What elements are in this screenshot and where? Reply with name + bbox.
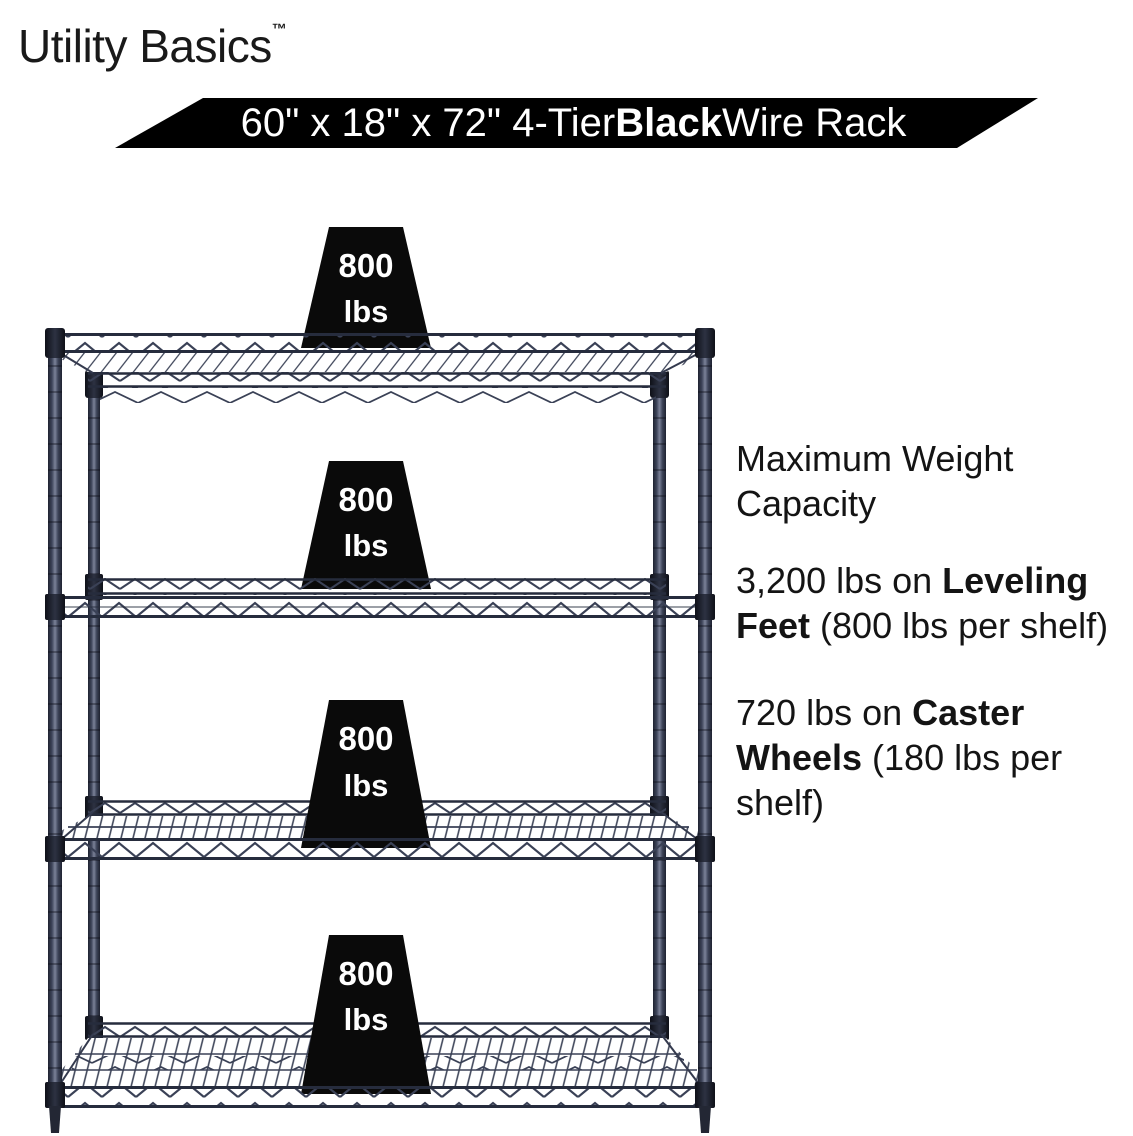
- trademark-symbol: ™: [271, 21, 287, 38]
- banner-text-bold: Black: [615, 101, 722, 145]
- weight-unit: lbs: [344, 528, 389, 563]
- leveling-foot: [49, 1106, 61, 1133]
- leveling-feet-spec: 3,200 lbs on Leveling Feet (800 lbs per …: [736, 560, 1109, 646]
- weight-block-icon: 800 lbs: [301, 935, 431, 1094]
- rack-shelf-1: 800 lbs: [48, 227, 712, 403]
- weight-block-icon: 800 lbs: [301, 700, 431, 848]
- brand-name: Utility Basics: [18, 20, 272, 72]
- specs-heading: Maximum Weight Capacity: [736, 438, 1014, 524]
- caster-wheels-spec: 720 lbs on Caster Wheels (180 lbs per sh…: [736, 692, 1063, 823]
- weight-value: 800: [338, 720, 393, 757]
- brand-logo: Utility Basics™: [18, 2, 287, 74]
- specs-panel: Maximum Weight Capacity 3,200 lbs on Lev…: [736, 436, 1133, 825]
- product-title-banner: 60" x 18" x 72" 4-Tier Black Wire Rack: [115, 98, 1038, 148]
- banner-text-part1: 60" x 18" x 72" 4-Tier: [240, 101, 616, 145]
- weight-unit: lbs: [344, 768, 389, 803]
- weight-block-icon: 800 lbs: [301, 227, 431, 348]
- rack-shelf-2: 800 lbs: [48, 461, 712, 618]
- weight-value: 800: [338, 955, 393, 992]
- weight-unit: lbs: [344, 1002, 389, 1037]
- weight-unit: lbs: [344, 294, 389, 329]
- rack-shelf-4: 800 lbs: [48, 935, 712, 1108]
- banner-text-part2: Wire Rack: [721, 101, 907, 145]
- weight-block-icon: 800 lbs: [301, 461, 431, 589]
- leveling-foot: [699, 1106, 711, 1133]
- weight-value: 800: [338, 247, 393, 284]
- weight-value: 800: [338, 481, 393, 518]
- rack-shelf-3: 800 lbs: [48, 700, 712, 860]
- rack-front-posts: [45, 328, 715, 1133]
